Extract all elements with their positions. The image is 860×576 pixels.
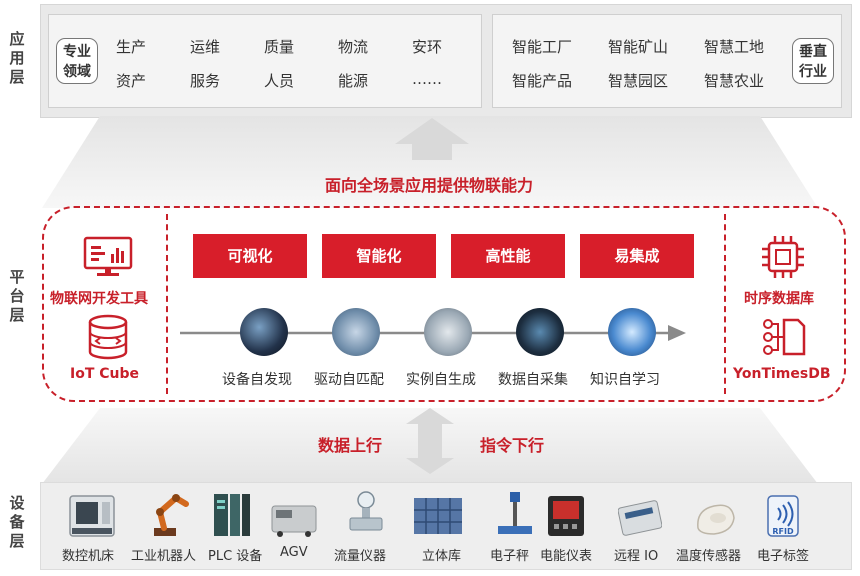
- device-label: PLC 设备: [208, 549, 263, 564]
- professional-domain-tag-text: 专业领域: [63, 44, 91, 80]
- flowmeter-icon: [349, 491, 383, 531]
- lower-funnel: [42, 408, 818, 484]
- feature-badge: 高性能: [451, 234, 565, 278]
- device-label: 远程 IO: [614, 549, 659, 564]
- rfid-tag-icon: RFID: [767, 495, 799, 537]
- domain-item: 质量: [264, 38, 295, 56]
- chip-icon: [762, 236, 804, 278]
- upper-funnel: [42, 116, 818, 208]
- industry-item: 智能产品: [512, 72, 573, 90]
- feature-badge: 易集成: [580, 234, 694, 278]
- monitor-chart-icon: [83, 236, 133, 276]
- temperature-sensor-icon: [697, 504, 735, 535]
- feature-badge: 智能化: [322, 234, 436, 278]
- device-label: 流量仪器: [334, 549, 387, 564]
- industry-item: 智慧农业: [704, 72, 765, 90]
- domain-item: 物流: [338, 38, 369, 56]
- right-divider: [724, 214, 726, 394]
- data-dashboard-icon: [516, 308, 564, 356]
- step-label: 数据自采集: [498, 372, 568, 388]
- professional-domain-box: [48, 14, 482, 108]
- industry-item: 智慧园区: [608, 72, 669, 90]
- cnc-machine-icon: [69, 495, 115, 537]
- device-label: 电子秤: [490, 549, 530, 564]
- robot-arm-icon: [154, 494, 189, 536]
- device-label: 电子标签: [757, 549, 810, 564]
- domain-item: 资产: [116, 72, 147, 90]
- device-label: 数控机床: [62, 549, 115, 564]
- platform-layer-text: 平台层: [9, 268, 25, 324]
- device-label: AGV: [280, 545, 308, 560]
- left-divider: [166, 214, 168, 394]
- platform-banner: 面向全场景应用提供物联能力: [325, 176, 534, 195]
- domain-item: 生产: [116, 38, 147, 56]
- domain-item: ……: [412, 70, 442, 88]
- app-layer-label: 应用层: [6, 30, 28, 87]
- agv-icon: [271, 505, 317, 537]
- platform-layer-label: 平台层: [6, 268, 28, 325]
- bidirectional-arrow-icon: [406, 408, 454, 474]
- domain-item: 能源: [338, 72, 369, 90]
- handshake-icon: [332, 308, 380, 356]
- face-scan-icon: [240, 308, 288, 356]
- feature-badge: 可视化: [193, 234, 307, 278]
- domain-item: 服务: [190, 72, 221, 90]
- industry-item: 智能工厂: [512, 38, 573, 56]
- plc-icon: [214, 494, 250, 536]
- scale-icon: [498, 492, 532, 534]
- up-arrow-icon: [395, 118, 469, 160]
- domain-item: 运维: [190, 38, 221, 56]
- vertical-industry-tag: 垂直行业: [792, 38, 834, 84]
- data-upstream-label: 数据上行: [318, 436, 383, 455]
- power-meter-icon: [548, 496, 584, 536]
- industry-item: 智能矿山: [608, 38, 669, 56]
- warehouse-icon: [414, 498, 462, 534]
- device-layer-text: 设备层: [9, 494, 25, 550]
- step-label: 知识自学习: [590, 372, 660, 388]
- command-downstream-label: 指令下行: [480, 436, 545, 455]
- device-label: 温度传感器: [676, 549, 742, 564]
- vertical-industry-box: [492, 14, 842, 108]
- step-label: 驱动自匹配: [314, 372, 384, 388]
- timeseries-db-label: 时序数据库: [744, 291, 814, 307]
- iot-cube-label: IoT Cube: [70, 366, 140, 382]
- device-layer-label: 设备层: [6, 494, 28, 551]
- step-label: 实例自生成: [406, 372, 476, 388]
- app-layer-text: 应用层: [9, 30, 25, 86]
- vertical-industry-tag-text: 垂直行业: [799, 44, 827, 80]
- network-document-icon: [763, 318, 806, 356]
- domain-item: 安环: [412, 38, 443, 56]
- professional-domain-tag: 专业领域: [56, 38, 98, 84]
- domain-item: 人员: [264, 72, 295, 90]
- rfid-text: RFID: [772, 527, 794, 536]
- device-label: 立体库: [422, 549, 462, 564]
- database-cylinder-icon: [88, 314, 128, 360]
- step-label: 设备自发现: [222, 372, 292, 388]
- yontimesdb-label: YonTimesDB: [733, 366, 831, 382]
- gear-factory-icon: [424, 308, 472, 356]
- industry-item: 智慧工地: [704, 38, 765, 56]
- remote-io-icon: [618, 500, 662, 536]
- iot-dev-tools-label: 物联网开发工具: [50, 291, 148, 307]
- platform-layer-frame: [42, 206, 846, 402]
- knowledge-brain-icon: [608, 308, 656, 356]
- funnel-shape: [42, 116, 818, 208]
- device-label: 工业机器人: [131, 549, 197, 564]
- device-label: 电能仪表: [540, 549, 593, 564]
